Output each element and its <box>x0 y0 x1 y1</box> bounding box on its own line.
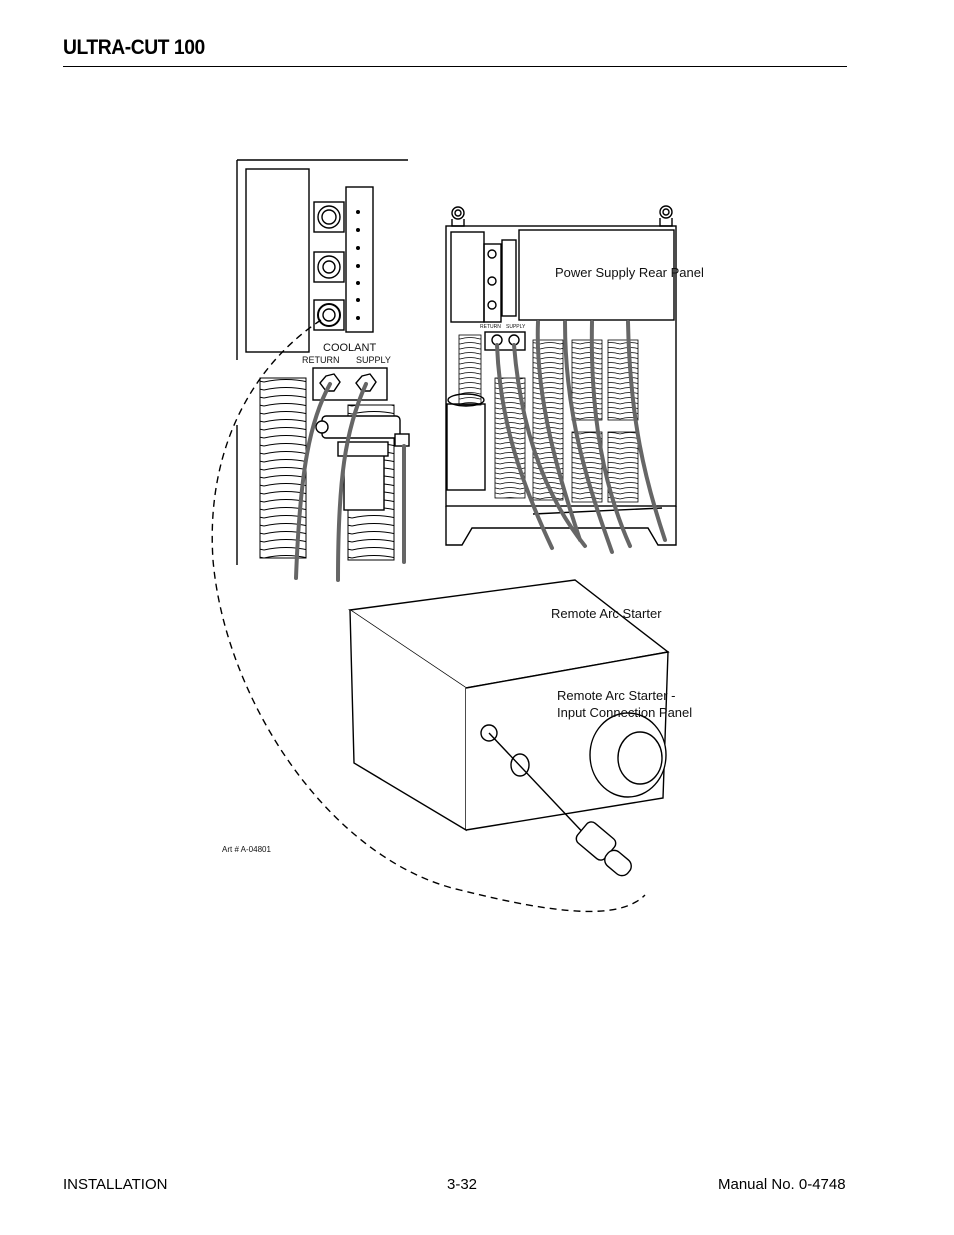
footer-section: INSTALLATION <box>63 1176 168 1193</box>
ras-input-panel-label-2: Input Connection Panel <box>557 705 693 720</box>
rear-panel-detail <box>236 159 408 565</box>
art-number: Art # A-04801 <box>222 845 271 854</box>
hoses-left <box>294 382 406 582</box>
power-supply <box>445 205 677 546</box>
coolant-label: COOLANT <box>323 342 377 354</box>
return-label: RETURN <box>302 355 340 365</box>
supply-label: SUPPLY <box>356 355 391 365</box>
remote-arc-starter <box>348 579 670 832</box>
filter-detail <box>315 415 410 511</box>
footer-page-number: 3-32 <box>447 1176 478 1193</box>
ras-input-panel-label-1: Remote Arc Starter - <box>557 688 676 703</box>
power-supply-rear-panel-label: Power Supply Rear Panel <box>555 265 704 280</box>
header-rule <box>63 66 847 67</box>
rear-panel-label-box <box>518 229 675 321</box>
arc-starter-connector <box>488 732 632 877</box>
control-cable-dashed <box>211 319 646 913</box>
small-return-label: RETURN <box>480 324 501 330</box>
power-supply-hoses <box>495 320 667 554</box>
footer-manual-number: Manual No. 0-4748 <box>718 1176 846 1193</box>
remote-arc-starter-label: Remote Arc Starter <box>551 606 662 621</box>
small-supply-label: SUPPLY <box>506 324 526 330</box>
page-title: ULTRA-CUT 100 <box>63 36 205 59</box>
